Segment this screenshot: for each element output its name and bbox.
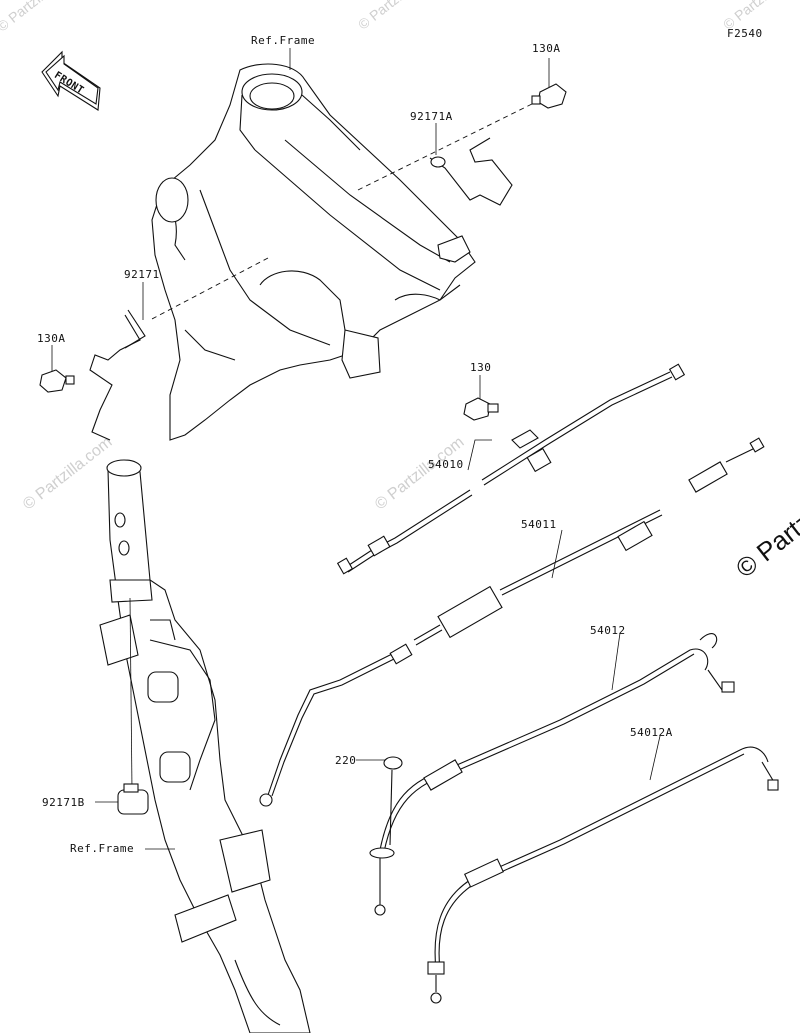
leader-line bbox=[551, 529, 563, 579]
bolt-130a-left-icon bbox=[39, 369, 75, 393]
cable-54011-icon bbox=[259, 437, 765, 807]
cable-54012-icon bbox=[374, 633, 735, 916]
clamp-92171a-icon bbox=[429, 137, 513, 206]
clamp-92171-icon bbox=[89, 309, 146, 441]
label-92171: 92171 bbox=[124, 268, 160, 281]
front-arrow-icon bbox=[41, 50, 101, 111]
leader-line bbox=[357, 99, 541, 191]
frame-lower-illustration bbox=[99, 459, 311, 1033]
leader-line bbox=[611, 632, 621, 691]
label-130: 130 bbox=[470, 361, 492, 374]
figure-code: F2540 bbox=[727, 27, 763, 40]
cable-54010-icon bbox=[336, 363, 686, 575]
label-54012: 54012 bbox=[590, 624, 626, 637]
leader-line bbox=[149, 257, 269, 321]
screw-220-icon bbox=[369, 756, 403, 859]
label-ref-frame-top: Ref.Frame bbox=[251, 34, 316, 47]
leader-line bbox=[649, 735, 661, 781]
label-54012a: 54012A bbox=[630, 726, 673, 739]
label-130a-left: 130A bbox=[37, 332, 66, 345]
frame-upper-illustration bbox=[151, 63, 476, 441]
label-92171b: 92171B bbox=[42, 796, 85, 809]
label-130a-top: 130A bbox=[532, 42, 561, 55]
label-54010: 54010 bbox=[428, 458, 464, 471]
leader-line bbox=[129, 597, 133, 791]
clamp-92171b-icon bbox=[117, 783, 149, 815]
label-ref-frame-bottom: Ref.Frame bbox=[70, 842, 135, 855]
label-54011: 54011 bbox=[521, 518, 557, 531]
bolt-130a-top-icon bbox=[531, 83, 567, 109]
cable-54012a-icon bbox=[427, 746, 779, 1004]
label-92171a: 92171A bbox=[410, 110, 453, 123]
leader-line bbox=[467, 439, 492, 471]
label-220: 220 bbox=[335, 754, 357, 767]
bolt-130-icon bbox=[463, 397, 499, 421]
